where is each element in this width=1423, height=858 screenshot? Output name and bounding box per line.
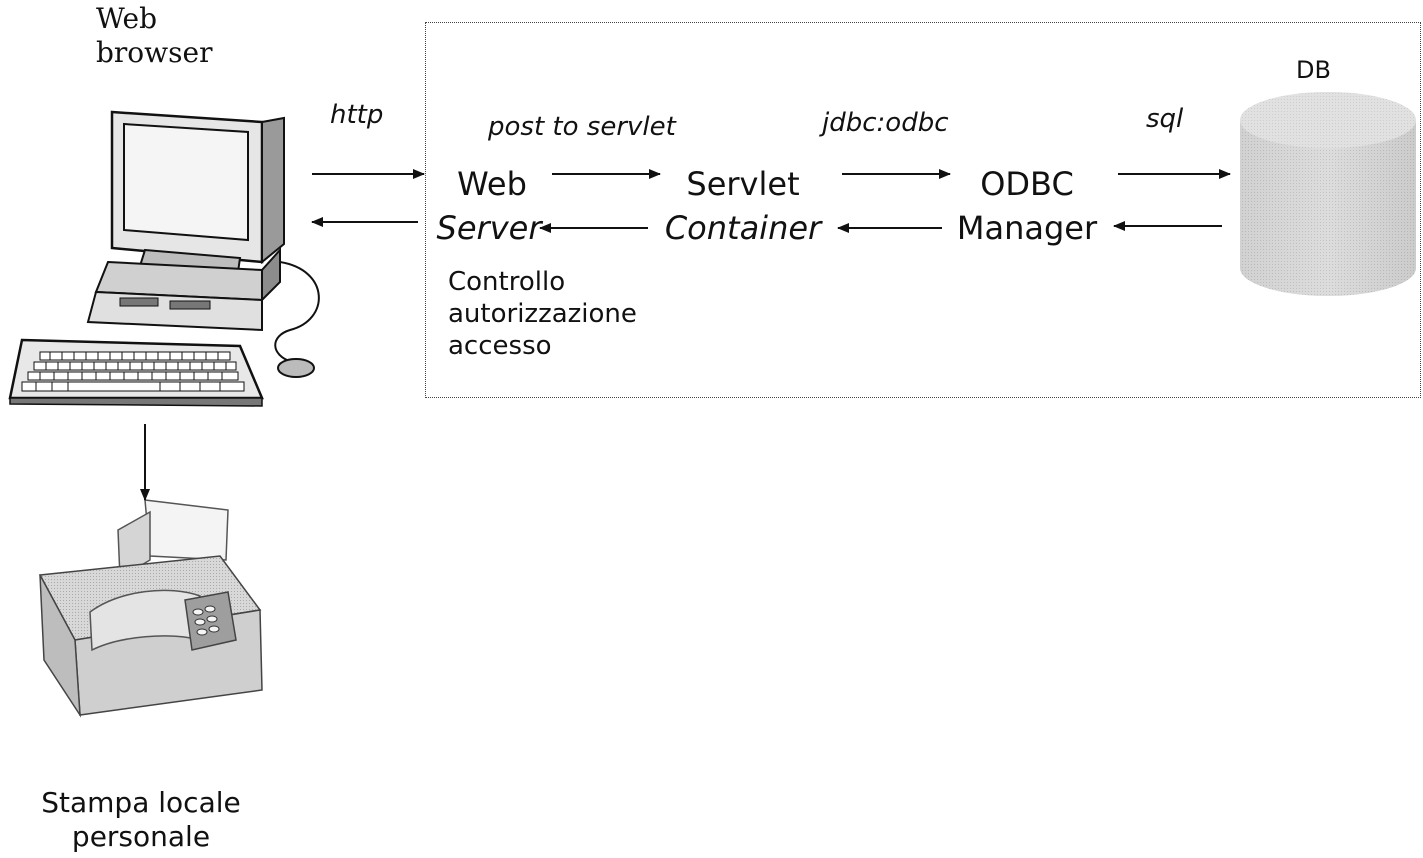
protocol-sql: sql	[1146, 104, 1184, 134]
protocol-jdbc-odbc: jdbc:odbc	[822, 108, 949, 138]
db-label: DB	[1296, 56, 1331, 84]
web-server-line2: Server	[436, 209, 542, 247]
protocol-post-to-servlet: post to servlet	[488, 112, 676, 142]
access-control-line2: autorizzazione	[448, 299, 637, 329]
access-control-note: Controllo autorizzazione accesso	[448, 266, 637, 362]
odbc-manager-line1: ODBC	[980, 165, 1074, 203]
printer-icon	[38, 499, 263, 718]
printer-label-line2: personale	[71, 820, 211, 853]
client-label-line2: browser	[96, 36, 213, 69]
odbc-manager-line2: Manager	[956, 209, 1098, 247]
protocol-http: http	[330, 100, 384, 130]
database-icon	[1240, 92, 1416, 296]
access-control-line3: accesso	[448, 331, 552, 361]
servlet-container-line2: Container	[664, 209, 822, 247]
computer-icon	[8, 110, 320, 407]
client-label: Web browser	[96, 4, 212, 68]
server-boundary	[425, 22, 1421, 398]
web-server-line1: Web	[457, 165, 527, 203]
printer-label: Stampa locale personale	[0, 786, 282, 854]
client-label-line1: Web	[96, 2, 157, 35]
servlet-container-line1: Servlet	[686, 165, 800, 203]
web-server-label: Web Server	[424, 162, 554, 250]
access-control-line1: Controllo	[448, 267, 566, 297]
servlet-container-label: Servlet Container	[652, 162, 834, 250]
printer-label-line1: Stampa locale	[41, 786, 241, 819]
odbc-manager-label: ODBC Manager	[946, 162, 1108, 250]
